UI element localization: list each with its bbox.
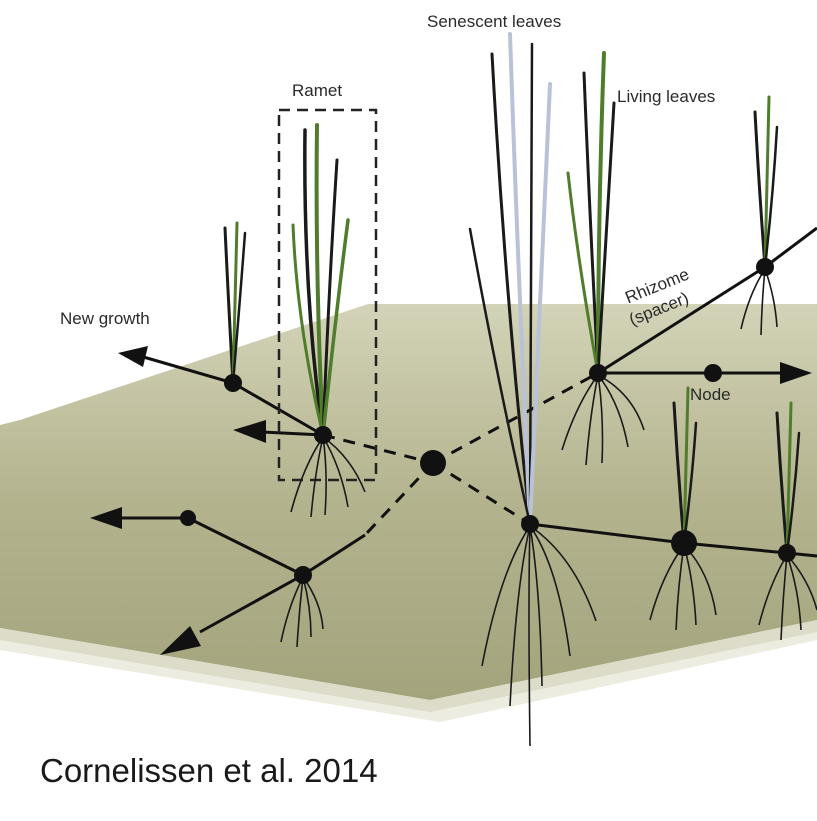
senescent-leaves-label: Senescent leaves — [427, 13, 561, 30]
node — [756, 258, 774, 276]
new-growth-label: New growth — [60, 310, 150, 327]
living-leaves-label: Living leaves — [617, 88, 715, 105]
arrowhead — [118, 346, 148, 367]
node — [420, 450, 446, 476]
soil-slab — [0, 304, 817, 722]
node — [778, 544, 796, 562]
node — [314, 426, 332, 444]
ramet-label: Ramet — [292, 82, 342, 99]
node — [180, 510, 196, 526]
node — [671, 530, 697, 556]
node — [704, 364, 722, 382]
node — [521, 515, 539, 533]
node — [589, 364, 607, 382]
node-label: Node — [690, 386, 731, 403]
citation: Cornelissen et al. 2014 — [40, 752, 378, 790]
node — [294, 566, 312, 584]
node — [224, 374, 242, 392]
